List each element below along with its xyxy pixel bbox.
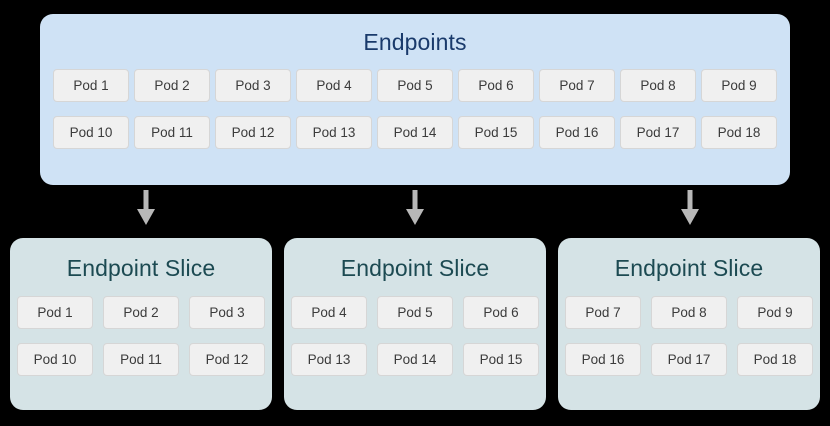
- endpoints-pod-row-1: Pod 1 Pod 2 Pod 3 Pod 4 Pod 5 Pod 6 Pod …: [40, 69, 790, 102]
- endpoint-slice-pod-row-2: Pod 10 Pod 11 Pod 12: [10, 343, 272, 376]
- pod-chip: Pod 12: [189, 343, 265, 376]
- endpoints-pod-grid: Pod 1 Pod 2 Pod 3 Pod 4 Pod 5 Pod 6 Pod …: [40, 69, 790, 149]
- pod-chip: Pod 11: [134, 116, 210, 149]
- pod-chip: Pod 6: [458, 69, 534, 102]
- endpoint-slice-title: Endpoint Slice: [614, 255, 764, 281]
- endpoint-slice-pod-grid: Pod 1 Pod 2 Pod 3 Pod 10 Pod 11 Pod 12: [10, 296, 272, 376]
- endpoint-slice-pod-row-2: Pod 13 Pod 14 Pod 15: [284, 343, 546, 376]
- pod-chip: Pod 16: [565, 343, 641, 376]
- pod-chip: Pod 15: [458, 116, 534, 149]
- endpoint-slice-pod-grid: Pod 4 Pod 5 Pod 6 Pod 13 Pod 14 Pod 15: [284, 296, 546, 376]
- pod-chip: Pod 8: [651, 296, 727, 329]
- pod-chip: Pod 11: [103, 343, 179, 376]
- endpoint-slice-title: Endpoint Slice: [66, 255, 216, 281]
- endpoint-slice-pod-row-1: Pod 4 Pod 5 Pod 6: [284, 296, 546, 329]
- pod-chip: Pod 12: [215, 116, 291, 149]
- endpoint-slice-pod-row-1: Pod 7 Pod 8 Pod 9: [558, 296, 820, 329]
- pod-chip: Pod 1: [53, 69, 129, 102]
- pod-chip: Pod 7: [539, 69, 615, 102]
- endpoint-slice-pod-grid: Pod 7 Pod 8 Pod 9 Pod 16 Pod 17 Pod 18: [558, 296, 820, 376]
- pod-chip: Pod 4: [296, 69, 372, 102]
- arrow-down-icon: [137, 190, 155, 225]
- arrow-down-icon: [406, 190, 424, 225]
- pod-chip: Pod 4: [291, 296, 367, 329]
- endpoints-box: Endpoints Pod 1 Pod 2 Pod 3 Pod 4 Pod 5 …: [40, 14, 790, 185]
- pod-chip: Pod 10: [17, 343, 93, 376]
- arrow-down-icon: [681, 190, 699, 225]
- pod-chip: Pod 16: [539, 116, 615, 149]
- pod-chip: Pod 2: [134, 69, 210, 102]
- pod-chip: Pod 5: [377, 296, 453, 329]
- pod-chip: Pod 8: [620, 69, 696, 102]
- pod-chip: Pod 18: [701, 116, 777, 149]
- pod-chip: Pod 3: [189, 296, 265, 329]
- pod-chip: Pod 1: [17, 296, 93, 329]
- pod-chip: Pod 17: [651, 343, 727, 376]
- pod-chip: Pod 14: [377, 343, 453, 376]
- endpoint-slice-box-1: Endpoint Slice Pod 1 Pod 2 Pod 3 Pod 10 …: [10, 238, 272, 410]
- endpoint-slice-box-3: Endpoint Slice Pod 7 Pod 8 Pod 9 Pod 16 …: [558, 238, 820, 410]
- pod-chip: Pod 18: [737, 343, 813, 376]
- pod-chip: Pod 9: [737, 296, 813, 329]
- pod-chip: Pod 7: [565, 296, 641, 329]
- pod-chip: Pod 10: [53, 116, 129, 149]
- pod-chip: Pod 9: [701, 69, 777, 102]
- endpoint-slice-title: Endpoint Slice: [340, 255, 490, 281]
- endpoints-pod-row-2: Pod 10 Pod 11 Pod 12 Pod 13 Pod 14 Pod 1…: [40, 116, 790, 149]
- endpoint-slice-pod-row-2: Pod 16 Pod 17 Pod 18: [558, 343, 820, 376]
- pod-chip: Pod 13: [296, 116, 372, 149]
- endpoints-title: Endpoints: [363, 29, 467, 55]
- pod-chip: Pod 6: [463, 296, 539, 329]
- pod-chip: Pod 2: [103, 296, 179, 329]
- endpoint-slice-pod-row-1: Pod 1 Pod 2 Pod 3: [10, 296, 272, 329]
- endpoint-slice-box-2: Endpoint Slice Pod 4 Pod 5 Pod 6 Pod 13 …: [284, 238, 546, 410]
- pod-chip: Pod 17: [620, 116, 696, 149]
- pod-chip: Pod 14: [377, 116, 453, 149]
- pod-chip: Pod 15: [463, 343, 539, 376]
- pod-chip: Pod 5: [377, 69, 453, 102]
- pod-chip: Pod 13: [291, 343, 367, 376]
- pod-chip: Pod 3: [215, 69, 291, 102]
